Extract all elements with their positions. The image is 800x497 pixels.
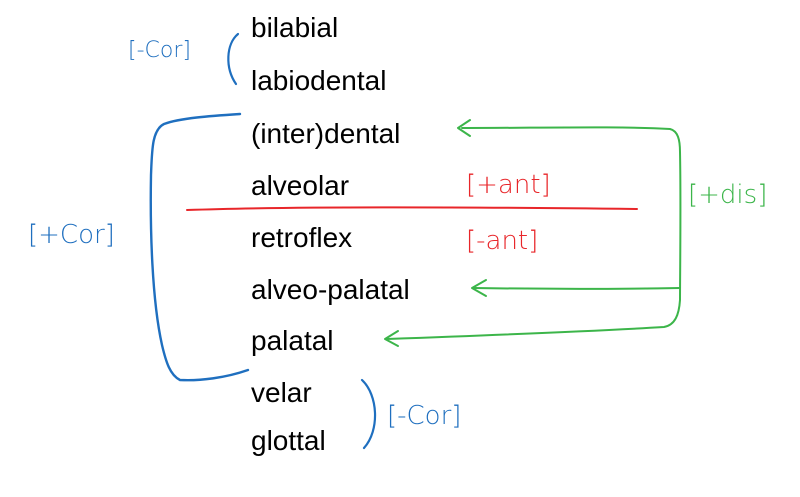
place-alveo-palatal: alveo-palatal — [251, 274, 410, 305]
anterior-divider-line — [186, 206, 638, 211]
place-velar: velar — [251, 377, 312, 408]
place-retroflex: retroflex — [251, 222, 353, 253]
place-interdental: (inter)dental — [251, 118, 401, 149]
place-alveolar: alveolar — [251, 170, 350, 201]
feature-minus-cor-top: [-Cor] — [128, 38, 191, 63]
place-labiodental: labiodental — [251, 65, 387, 96]
feature-minus-ant: [-ant] — [466, 226, 539, 256]
plus-cor-bracket — [149, 112, 250, 382]
place-glottal: glottal — [251, 425, 326, 456]
feature-minus-cor-bottom: [-Cor] — [387, 401, 462, 431]
distributed-arrow-palatal — [384, 330, 399, 347]
minus-cor-bottom-paren — [360, 378, 377, 450]
minus-cor-top-paren — [227, 32, 240, 86]
place-palatal: palatal — [251, 325, 334, 356]
feature-plus-ant: [+ant] — [466, 170, 551, 200]
distributed-arrow-alveo-palatal — [471, 279, 487, 297]
distributed-arrow-interdental — [457, 119, 471, 137]
feature-plus-dis: [+dis] — [688, 180, 768, 210]
distributed-arrow-alveo-palatal-line — [473, 287, 681, 290]
feature-plus-cor: [+Cor] — [28, 220, 115, 250]
place-bilabial: bilabial — [251, 12, 339, 43]
